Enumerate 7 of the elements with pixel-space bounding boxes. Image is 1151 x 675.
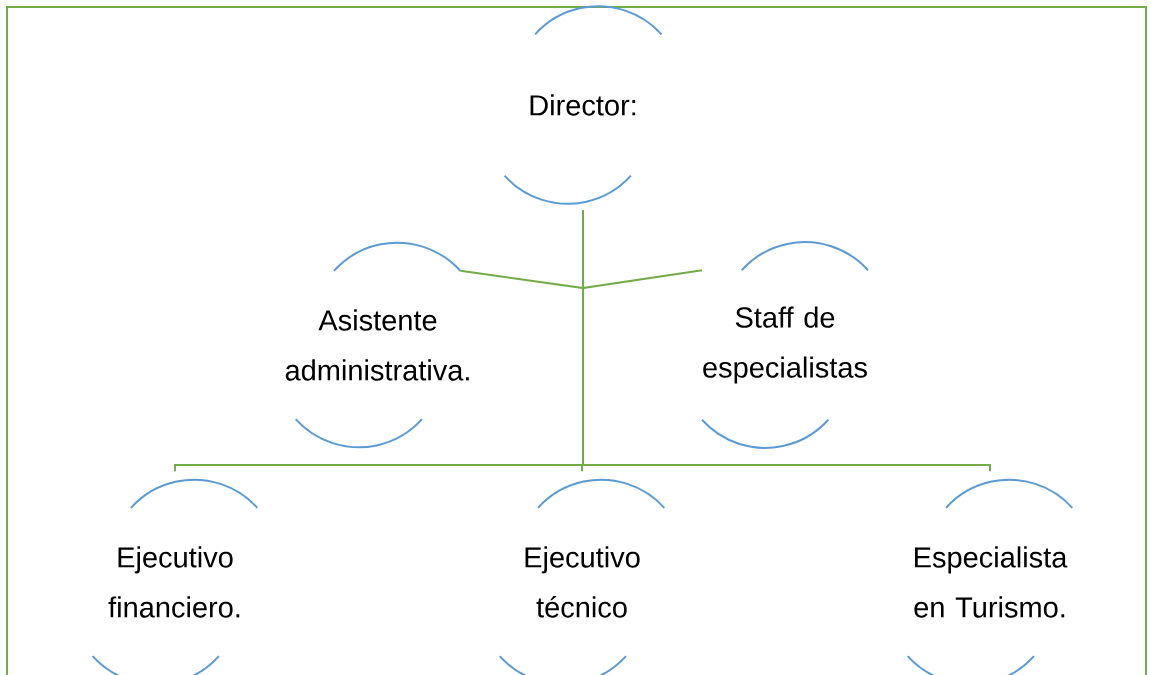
circle-node: Director:: [503, 5, 663, 205]
circle-node: Ejecutivo técnico: [498, 478, 666, 675]
circle-node: Especialista en Turismo.: [906, 478, 1074, 675]
connector-line: [582, 209, 991, 473]
circle-node: Staff de especialistas: [701, 241, 870, 449]
circle-node: Ejecutivo financiero.: [91, 478, 259, 675]
circle-node: Asistente administrativa.: [285, 241, 469, 449]
